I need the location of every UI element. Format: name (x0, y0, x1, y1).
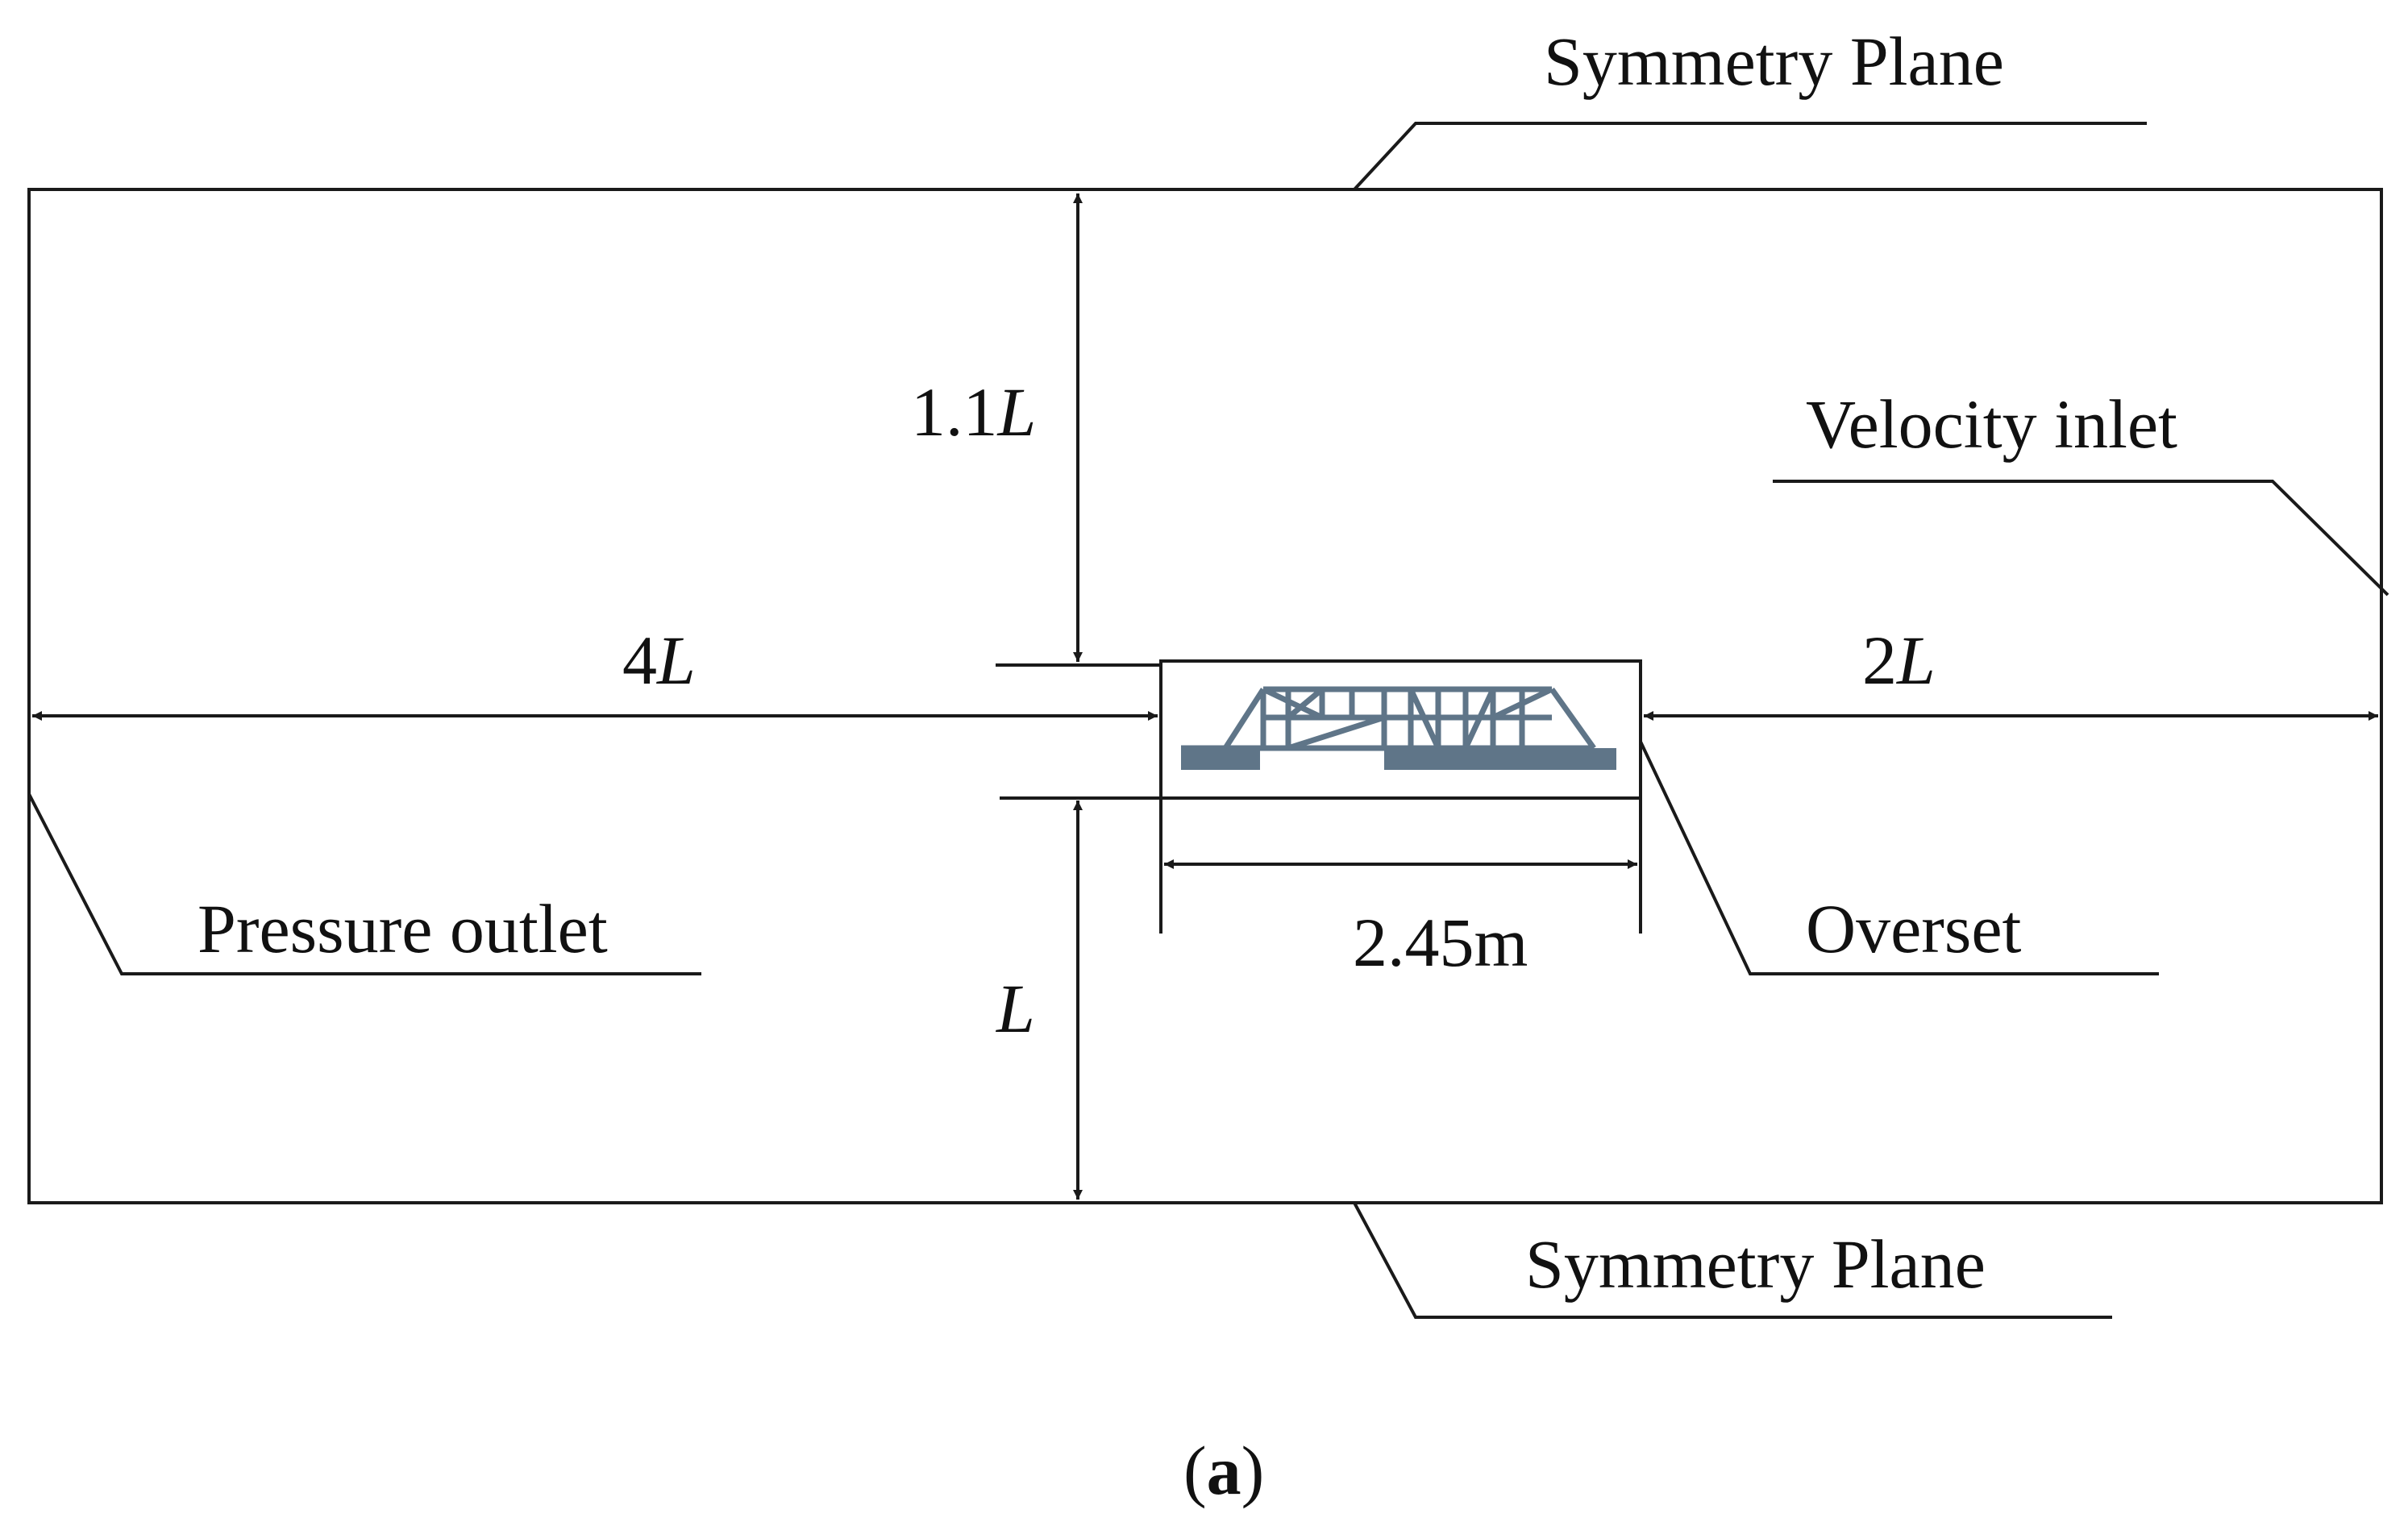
dimension-left-length-label: 4L (622, 622, 696, 699)
symmetry-bottom-label: Symmetry Plane (1525, 1225, 1986, 1303)
dimension-top-height-label: 1.1L (911, 373, 1036, 451)
overset-label: Overset (1806, 890, 2022, 967)
domain-boundary (27, 188, 2383, 1204)
figure-caption: (a) (1183, 1432, 1264, 1509)
symmetry-top-leader (1353, 122, 2147, 191)
overset-leader (1639, 741, 2159, 975)
symmetry-bottom-leader (1353, 1202, 2112, 1319)
velocity-inlet-label: Velocity inlet (1806, 385, 2177, 463)
symmetry-top-label: Symmetry Plane (1544, 23, 2004, 100)
pressure-outlet-leader (27, 793, 701, 975)
dimension-bridge-width-label: 2.45m (1353, 904, 1528, 981)
bridge-model (1181, 686, 1616, 770)
velocity-inlet-leader (1773, 480, 2389, 597)
overset-region (1159, 659, 1642, 800)
dimension-right-length-label: 2L (1862, 622, 1936, 699)
dimension-bottom-height-label: L (995, 970, 1035, 1047)
pressure-outlet-label: Pressure outlet (198, 890, 608, 967)
